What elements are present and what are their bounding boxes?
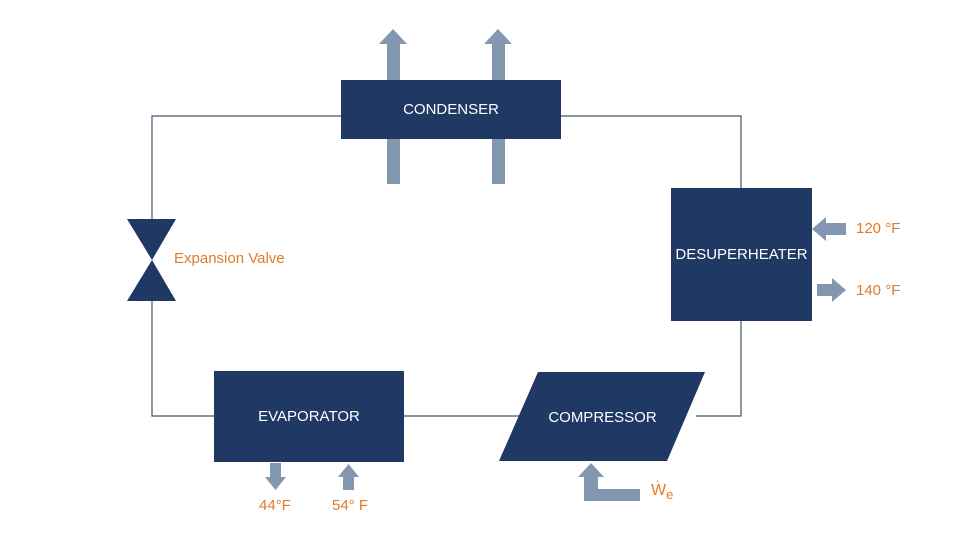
evaporator-inlet-temp: 54° F [332,497,369,514]
evaporator-block: EVAPORATOR [214,371,404,462]
pipe-compressor-to-desuperheater [696,321,742,417]
compressor-label: COMPRESSOR [548,408,657,426]
work-input-dot: ˙ [656,478,661,494]
pipe-valve-to-evaporator [151,300,214,417]
expansion-valve-icon [127,219,176,301]
compressor-block [499,372,705,461]
desuperheater-inlet-temp: 120 °F [856,220,901,237]
work-input-symbol: W [651,482,667,499]
compressor-label-wrap: COMPRESSOR [500,372,705,462]
desuperheater-outlet-arrow [817,278,846,302]
work-input-subscript: e [666,487,674,502]
condenser-label: CONDENSER [403,101,499,118]
condenser-block: CONDENSER [341,80,561,139]
pipe-desuperheater-to-condenser [561,115,742,188]
evaporator-inlet-arrow [338,464,359,490]
evaporator-outlet-temp: 44°F [259,497,291,514]
desuperheater-block: DESUPERHEATER [671,188,812,321]
work-input-label: We ˙ [651,478,674,502]
pipe-condenser-to-valve [151,115,341,219]
work-input-arrow [578,463,640,501]
evaporator-outlet-arrow [265,463,286,490]
desuperheater-outlet-temp: 140 °F [856,282,901,299]
desuperheater-label: DESUPERHEATER [675,246,808,263]
desuperheater-inlet-arrow [812,217,846,241]
expansion-valve-label: Expansion Valve [174,250,285,267]
evaporator-label: EVAPORATOR [258,408,360,425]
